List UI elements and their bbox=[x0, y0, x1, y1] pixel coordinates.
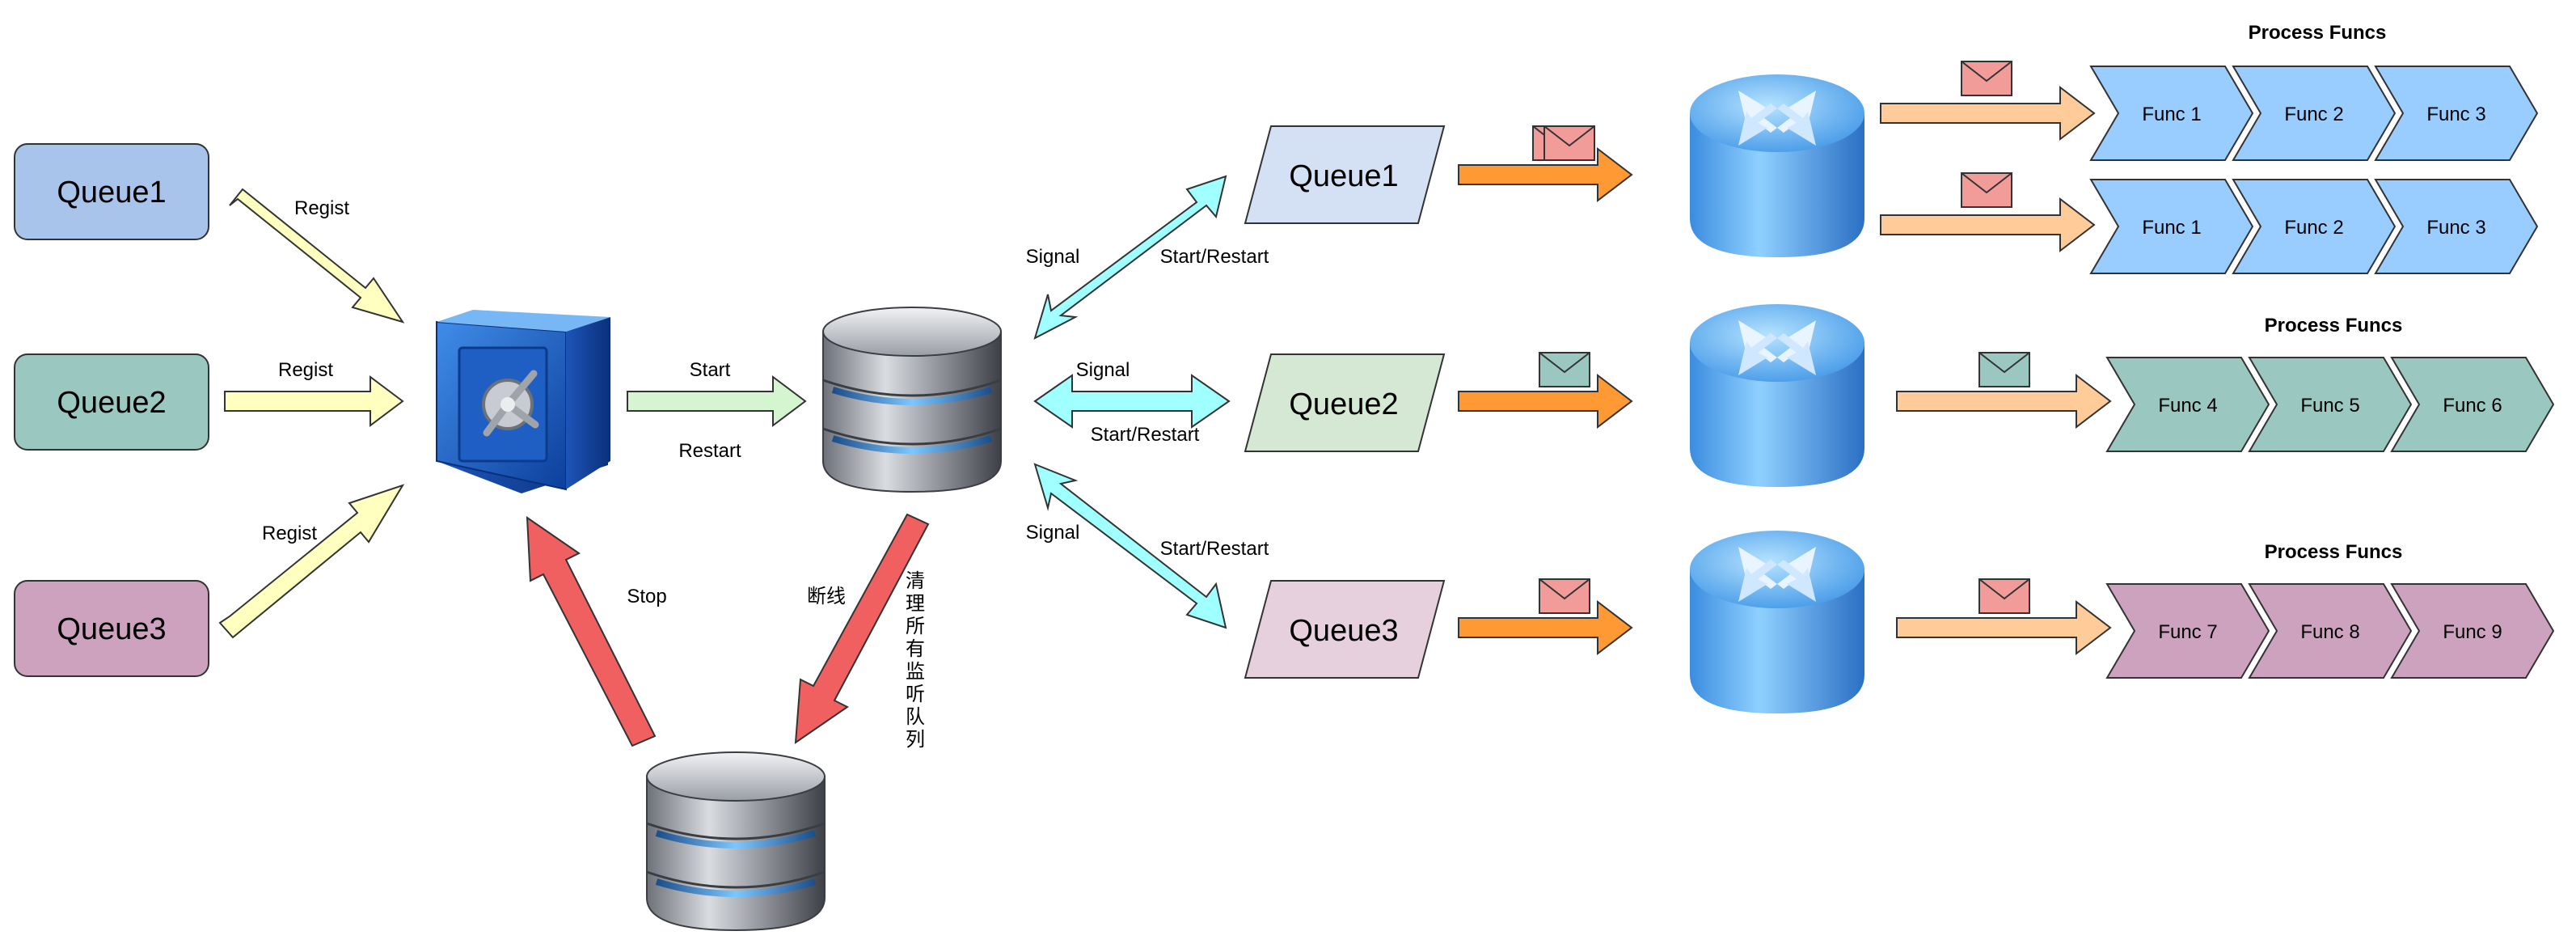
process-arrow-1 bbox=[1880, 85, 2096, 142]
right-queue-2: Queue2 bbox=[1244, 353, 1446, 452]
process-funcs-heading-3: Process Funcs bbox=[2265, 541, 2403, 563]
start-restart-label-middle: Start/Restart bbox=[1091, 424, 1200, 446]
left-queue-1: Queue1 bbox=[14, 143, 209, 240]
regist-label-2: Regist bbox=[278, 359, 333, 381]
right-queue-1-label: Queue1 bbox=[1289, 159, 1398, 193]
clear-queues-label: 清 理 所 有 监 听 队 列 bbox=[906, 569, 925, 751]
start-restart-label-top: Start/Restart bbox=[1160, 246, 1269, 268]
start-arrow bbox=[627, 375, 807, 427]
disconnect-label: 断线 bbox=[807, 585, 846, 607]
mail-icon bbox=[1978, 352, 2030, 387]
signal-arrow-bottom bbox=[1033, 463, 1227, 629]
right-queue-2-label: Queue2 bbox=[1289, 387, 1398, 421]
func-row-1: Func 1 Func 2 Func 3 bbox=[2089, 66, 2539, 161]
process-arrow-2 bbox=[1880, 197, 2096, 253]
process-funcs-heading-1: Process Funcs bbox=[2249, 22, 2387, 44]
left-queue-3-label: Queue3 bbox=[57, 612, 166, 646]
svg-text:监: 监 bbox=[906, 660, 925, 683]
stop-label: Stop bbox=[627, 586, 666, 607]
svg-text:有: 有 bbox=[906, 637, 925, 660]
func-label: Func 9 bbox=[2443, 621, 2502, 643]
left-queue-2-label: Queue2 bbox=[57, 386, 166, 420]
func-row-3: Func 4 Func 5 Func 6 bbox=[2105, 357, 2555, 452]
database-icon bbox=[822, 307, 1002, 493]
signal-label-bottom: Signal bbox=[1026, 522, 1080, 544]
svg-text:所: 所 bbox=[906, 615, 925, 637]
func-label: Func 2 bbox=[2284, 104, 2343, 125]
svg-text:清: 清 bbox=[906, 569, 925, 592]
func-label: Func 7 bbox=[2158, 621, 2217, 643]
func-label: Func 1 bbox=[2142, 104, 2201, 125]
func-label: Func 3 bbox=[2426, 217, 2485, 239]
left-queue-3: Queue3 bbox=[14, 580, 209, 677]
right-queue-3: Queue3 bbox=[1244, 580, 1446, 679]
router-icon bbox=[1690, 74, 1864, 257]
dispatch-arrow-1 bbox=[1458, 146, 1633, 203]
regist-label-1: Regist bbox=[294, 197, 349, 219]
func-label: Func 8 bbox=[2300, 621, 2359, 643]
regist-label-3: Regist bbox=[262, 523, 317, 544]
signal-arrow-middle bbox=[1033, 374, 1231, 429]
func-row-4: Func 7 Func 8 Func 9 bbox=[2105, 583, 2555, 679]
svg-text:理: 理 bbox=[906, 592, 925, 615]
svg-text:听: 听 bbox=[906, 683, 925, 705]
process-funcs-heading-2: Process Funcs bbox=[2265, 315, 2403, 336]
start-restart-label-bottom: Start/Restart bbox=[1160, 538, 1269, 560]
right-queue-1: Queue1 bbox=[1244, 125, 1446, 224]
mail-icon bbox=[1539, 578, 1590, 614]
stop-arrow bbox=[526, 516, 657, 747]
dispatch-arrow-2 bbox=[1458, 373, 1633, 430]
mail-icon bbox=[1978, 578, 2030, 614]
safe-icon bbox=[436, 310, 610, 493]
signal-label-middle: Signal bbox=[1076, 359, 1130, 381]
func-label: Func 6 bbox=[2443, 395, 2502, 417]
dispatch-arrow-3 bbox=[1458, 599, 1633, 656]
func-row-2: Func 1 Func 2 Func 3 bbox=[2089, 179, 2539, 274]
process-arrow-3 bbox=[1896, 373, 2112, 430]
restart-label: Restart bbox=[678, 440, 741, 462]
svg-text:列: 列 bbox=[906, 728, 925, 751]
left-queue-1-label: Queue1 bbox=[57, 176, 166, 209]
func-label: Func 3 bbox=[2426, 104, 2485, 125]
disconnect-arrow bbox=[794, 513, 930, 745]
router-icon bbox=[1690, 304, 1864, 487]
mail-icon bbox=[1961, 172, 2012, 208]
process-arrow-4 bbox=[1896, 599, 2112, 656]
mail-icon bbox=[1539, 352, 1590, 387]
func-label: Func 1 bbox=[2142, 217, 2201, 239]
right-queue-3-label: Queue3 bbox=[1289, 614, 1398, 648]
start-label: Start bbox=[690, 359, 731, 381]
regist-arrow-3 bbox=[218, 484, 405, 639]
regist-arrow-1 bbox=[229, 188, 405, 324]
router-icon bbox=[1690, 531, 1864, 713]
signal-arrow-top bbox=[1033, 175, 1227, 340]
func-label: Func 5 bbox=[2300, 395, 2359, 417]
func-label: Func 4 bbox=[2158, 395, 2217, 417]
func-label: Func 2 bbox=[2284, 217, 2343, 239]
mail-icon bbox=[1532, 125, 1595, 161]
backup-database-icon bbox=[646, 751, 826, 932]
left-queue-2: Queue2 bbox=[14, 353, 209, 451]
mail-icon bbox=[1961, 61, 2012, 96]
regist-arrow-2 bbox=[224, 375, 404, 427]
signal-label-top: Signal bbox=[1026, 246, 1080, 268]
svg-text:队: 队 bbox=[906, 705, 925, 728]
